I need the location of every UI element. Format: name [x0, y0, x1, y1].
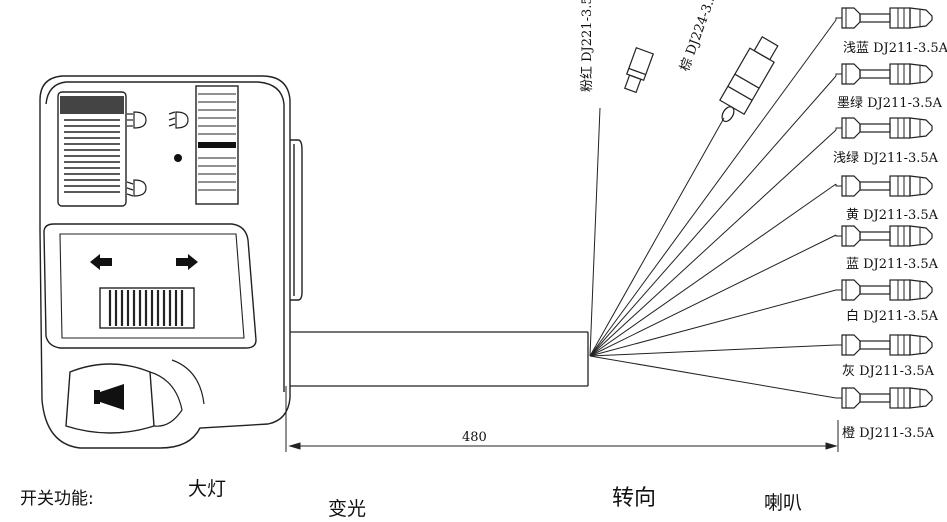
wire-label-white: 白 DJ211-3.5A	[846, 308, 939, 324]
horn-icon	[94, 384, 124, 410]
function-horn: 喇叭	[764, 492, 803, 514]
wire-label-blue: 蓝 DJ211-3.5A	[846, 257, 939, 272]
switch-housing	[39, 75, 303, 449]
terminal-plug	[841, 175, 933, 197]
function-dimmer: 变光	[328, 498, 367, 520]
terminal-plug	[841, 63, 933, 85]
wire-label-gray: 灰 DJ211-3.5A	[842, 364, 935, 379]
connector-brown	[719, 36, 779, 123]
terminal-plug	[841, 387, 933, 409]
terminal-plug	[841, 225, 933, 247]
function-turn-signal: 转向	[612, 486, 657, 511]
function-headlight: 大灯	[188, 478, 227, 500]
terminal-plug	[841, 279, 933, 301]
wire-label-orange: 橙 DJ211-3.5A	[842, 426, 935, 441]
connector-label-brown: 棕 DJ224-3.5A	[678, 0, 724, 73]
functions-title: 开关功能:	[20, 489, 94, 509]
turn-signal-panel	[43, 223, 257, 349]
dimension-label: 480	[462, 430, 487, 445]
terminal-plug	[841, 117, 933, 139]
connector-label-pink-red: 粉红 DJ221-3.5A	[579, 0, 595, 92]
horn-button	[65, 359, 205, 434]
terminal-plug	[841, 334, 933, 356]
terminal-plug	[841, 7, 933, 29]
cable-bundle	[290, 331, 589, 387]
wire-label-dark-green: 墨绿 DJ211-3.5A	[837, 96, 943, 111]
wire-label-light-blue: 浅蓝 DJ211-3.5A	[843, 41, 947, 56]
connector-pink-red	[624, 46, 655, 94]
headlight-switch-panel	[57, 85, 239, 207]
fanout-wires	[589, 17, 842, 399]
wire-label-yellow: 黄 DJ211-3.5A	[846, 208, 939, 223]
wire-label-light-green: 浅绿 DJ211-3.5A	[833, 151, 939, 166]
dimension-line	[285, 386, 839, 452]
